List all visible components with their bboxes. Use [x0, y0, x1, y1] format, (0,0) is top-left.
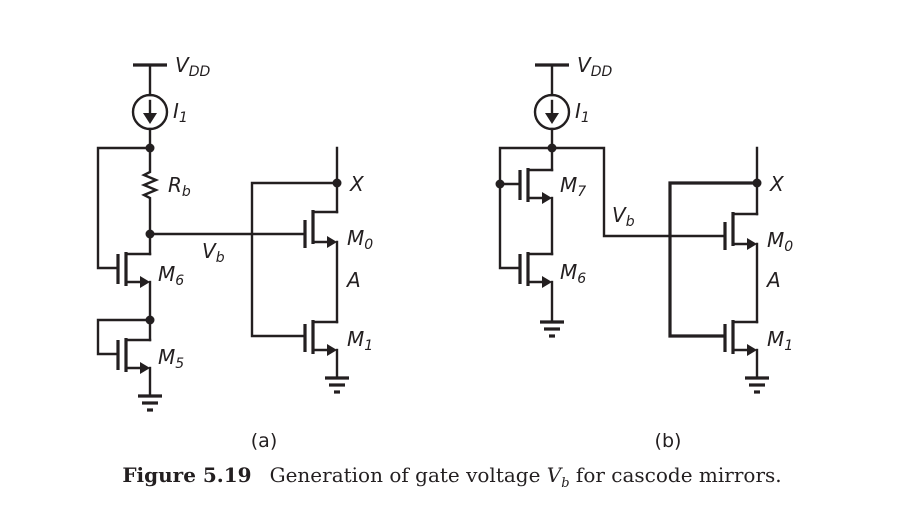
a-label-b: A [765, 268, 781, 292]
ground-b-left [540, 320, 564, 338]
transistor-m0-a [303, 210, 339, 324]
caption-variable: Vb [546, 463, 570, 491]
transistor-m6-a [116, 232, 152, 322]
vb-label-b: Vb [612, 203, 635, 230]
i1-label-b: I1 [575, 99, 590, 126]
resistor-rb [140, 146, 160, 236]
m6-label-a: M6 [158, 262, 184, 289]
panel-label-a: (a) [251, 430, 277, 452]
panel-b: VDD I1 Vb M7 [495, 53, 793, 452]
rb-label: Rb [168, 173, 191, 200]
ground-a-right [325, 376, 349, 394]
a-label-a: A [345, 268, 361, 292]
ground-b-right [745, 376, 769, 394]
transistor-m1-b [723, 320, 759, 380]
m1-label-b: M1 [767, 327, 793, 354]
transistor-m1-a [303, 320, 339, 380]
transistor-m7-b [518, 146, 554, 256]
vb-wire-b [550, 146, 726, 238]
m7-label-b: M7 [560, 173, 586, 200]
vdd-label-a: VDD [175, 53, 210, 80]
m5-label-a: M5 [158, 345, 184, 372]
m0-label-b: M0 [767, 228, 793, 255]
x-label-a: X [349, 172, 365, 196]
m6-label-b: M6 [560, 260, 586, 287]
panel-label-b: (b) [655, 430, 682, 452]
x-label-b: X [769, 172, 785, 196]
ground-a-left [138, 394, 162, 412]
vdd-label-b: VDD [577, 53, 612, 80]
caption-text-before: Generation of gate voltage [269, 463, 547, 487]
m0-label-a: M0 [347, 226, 373, 253]
transistor-m0-b [723, 212, 759, 324]
m1-label-a: M1 [347, 327, 373, 354]
caption-text-after: for cascode mirrors. [569, 463, 782, 487]
panel-a: VDD I1 Rb Vb M6 [96, 53, 373, 452]
figure-number: Figure 5.19 [122, 463, 252, 487]
vb-label-a: Vb [202, 239, 225, 266]
transistor-m5-a [116, 318, 152, 398]
i1-label-a: I1 [173, 99, 188, 126]
transistor-m6-b [518, 252, 554, 324]
figure-caption: Figure 5.19 Generation of gate voltage Vb… [0, 463, 904, 491]
